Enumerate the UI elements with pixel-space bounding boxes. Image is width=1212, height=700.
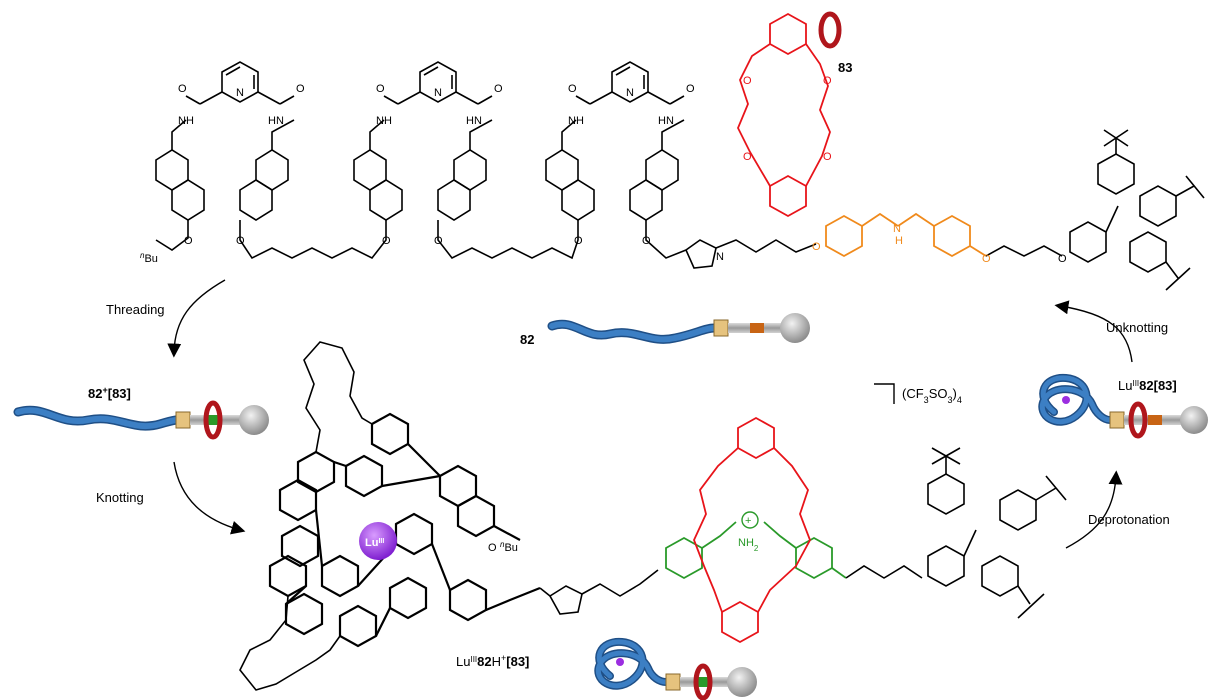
trityl-stopper-bottom: [927, 447, 1067, 619]
threading-arrow: [167, 279, 226, 358]
svg-text:O: O: [568, 83, 577, 95]
naphthalene-2: [239, 149, 289, 221]
glycol-linker-1: [239, 220, 387, 260]
svg-text:HN: HN: [268, 115, 284, 127]
crown-ether-bound: [693, 416, 811, 644]
deprotonation-label: Deprotonation: [1088, 512, 1170, 527]
axle-number: 82: [520, 332, 534, 347]
lutetium-symbol: LuIII: [365, 537, 384, 549]
svg-text:O: O: [296, 83, 305, 95]
svg-text:O: O: [184, 235, 193, 247]
pyridine-unit-1: [185, 61, 295, 105]
naphthalene-3: [353, 149, 403, 221]
pyridine-unit-3: [575, 61, 685, 105]
svg-text:N: N: [434, 87, 442, 99]
svg-text:O: O: [642, 235, 651, 247]
ammonium-charge: +: [745, 515, 751, 527]
svg-text:O: O: [686, 83, 695, 95]
deprotonation-arrow: [1065, 470, 1123, 549]
svg-text:O: O: [743, 75, 752, 87]
macrocycle-number: 83: [838, 60, 852, 75]
svg-text:O: O: [434, 235, 443, 247]
naphthalene-6: [629, 149, 679, 221]
amine-linker: [825, 212, 987, 258]
svg-text:N: N: [236, 87, 244, 99]
svg-text:HN: HN: [466, 115, 482, 127]
threaded-complex-cartoon: [13, 400, 269, 440]
threading-label: Threading: [106, 302, 165, 317]
knotting-label: Knotting: [96, 490, 144, 505]
glycol-linker-2: [437, 220, 579, 260]
butyl-tail: nBu: [500, 540, 518, 555]
knotted-complex-cartoon: [594, 637, 757, 700]
naphthalene-4: [437, 149, 487, 221]
svg-text:O: O: [178, 83, 187, 95]
butyl-oxygen: O: [488, 542, 497, 554]
svg-text:NH: NH: [178, 115, 194, 127]
svg-text:O: O: [812, 241, 821, 253]
svg-text:O: O: [494, 83, 503, 95]
axle-82-cartoon: [547, 313, 810, 344]
svg-text:O: O: [1058, 253, 1067, 265]
lutetium-ion: [359, 522, 397, 560]
ring-icon: [818, 11, 842, 49]
svg-text:NH: NH: [376, 115, 392, 127]
svg-text:O: O: [823, 75, 832, 87]
svg-text:O: O: [574, 235, 583, 247]
unknotted-product-cartoon: [1038, 373, 1208, 439]
svg-text:O: O: [382, 235, 391, 247]
svg-text:O: O: [236, 235, 245, 247]
svg-text:N: N: [716, 251, 724, 263]
counterion-label: (CF3SO3)4: [902, 386, 962, 405]
threaded-complex-label: 82+[83]: [88, 385, 131, 401]
ammonium-nitrogen: NH2: [738, 537, 759, 553]
svg-text:O: O: [376, 83, 385, 95]
svg-text:O: O: [823, 151, 832, 163]
naphthalene-5: [545, 149, 595, 221]
pyridine-unit-2: [383, 61, 493, 105]
charge-bracket: [874, 383, 895, 404]
atom-labels-top: N N N O O O O O O NH HN NH HN NH HN O nB…: [140, 75, 1067, 265]
butyl-top: nBu: [140, 251, 158, 266]
svg-text:O: O: [743, 151, 752, 163]
svg-text:N: N: [626, 87, 634, 99]
svg-text:O: O: [982, 253, 991, 265]
crown-ether-83: [737, 12, 831, 218]
svg-text:HN: HN: [658, 115, 674, 127]
naphthalene-1: [155, 149, 205, 221]
knotting-arrow: [173, 461, 246, 535]
knotted-ligand-structure: [268, 412, 541, 648]
knotted-complex-label: LuIII82H+[83]: [456, 653, 529, 669]
ether-loops-bottom: [239, 341, 373, 691]
unknotted-product-label: LuIII82[83]: [1118, 378, 1177, 393]
unknotting-arrow: [1054, 300, 1133, 363]
axle-82-structure: [155, 61, 817, 269]
svg-text:NH: NH: [568, 115, 584, 127]
ammonium-linker: [665, 521, 847, 580]
unknotting-label: Unknotting: [1106, 320, 1168, 335]
trityl-stopper-top: [1069, 129, 1205, 291]
svg-text:H: H: [895, 235, 903, 247]
svg-text:N: N: [893, 223, 901, 235]
